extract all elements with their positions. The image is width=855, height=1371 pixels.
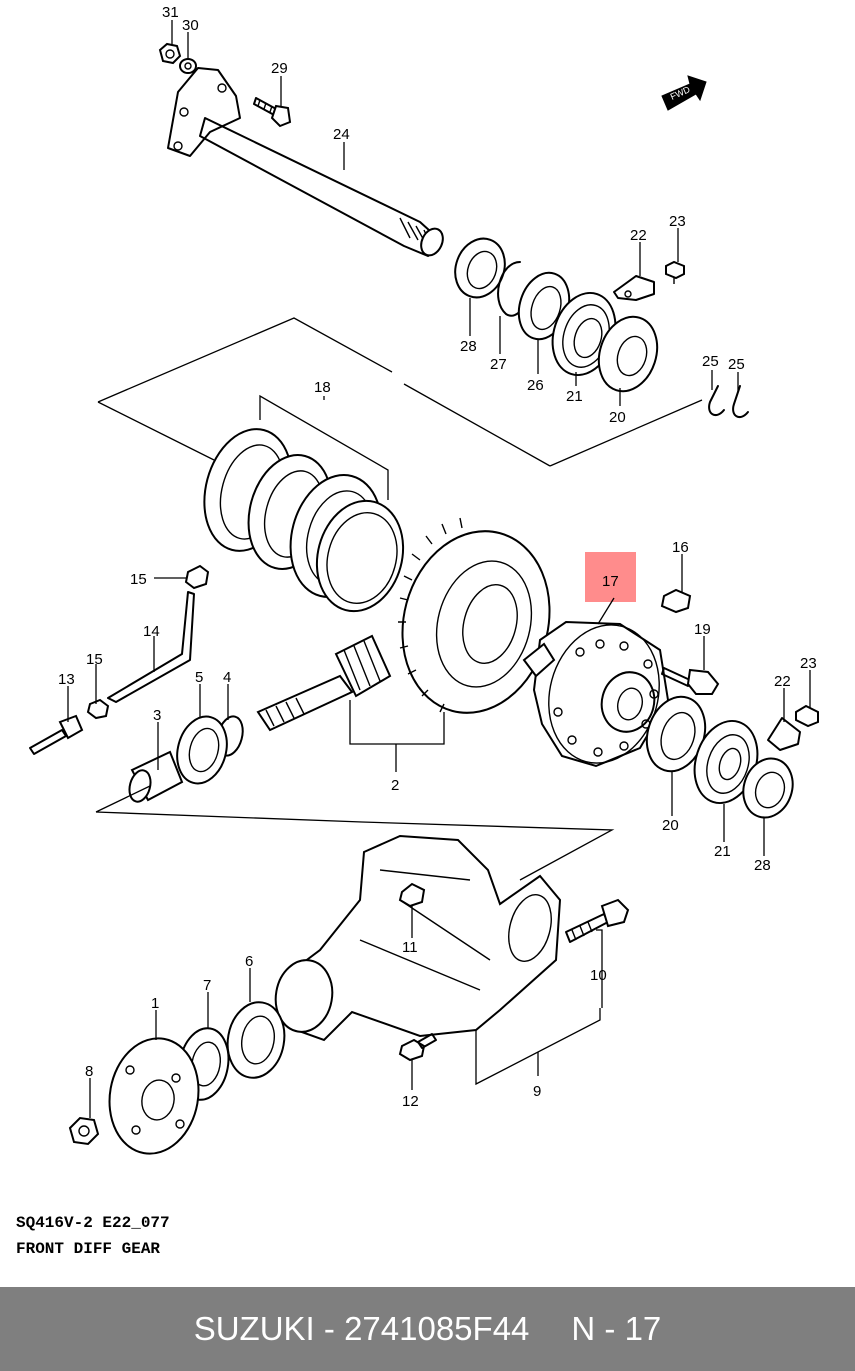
callout-23-lower: 23	[800, 655, 817, 672]
callout-14: 14	[143, 623, 160, 640]
callout-21-lower: 21	[714, 843, 731, 860]
part-bolt-12	[398, 1033, 437, 1062]
footer-part-number: 2741085F44	[344, 1310, 530, 1347]
callout-25-a: 25	[702, 353, 719, 370]
diagram-title: FRONT DIFF GEAR	[16, 1240, 161, 1258]
callout-26: 26	[527, 377, 544, 394]
forward-arrow-icon: FWD	[661, 75, 707, 111]
callout-8: 8	[85, 1063, 93, 1080]
callout-18: 18	[314, 379, 331, 396]
part-oil-seal-28-lower	[742, 757, 794, 819]
group-outline-upper-4	[403, 383, 551, 467]
callout-28-lower: 28	[754, 857, 771, 874]
callout-leaders	[67, 20, 811, 1118]
leader-18	[259, 394, 389, 500]
part-race-20-upper	[597, 315, 659, 393]
callout-5: 5	[195, 669, 203, 686]
part-washer-30	[179, 58, 197, 74]
group-outline-upper	[97, 317, 393, 403]
part-bolt-23-lower	[795, 704, 819, 728]
leader-17	[597, 597, 615, 625]
callout-21-upper: 21	[566, 388, 583, 405]
part-bearing-3	[128, 750, 184, 803]
callout-3: 3	[153, 707, 161, 724]
part-bolt-29	[253, 97, 292, 128]
group-outline-upper-2	[97, 401, 215, 461]
group-outline-lower	[95, 785, 151, 813]
leader-10	[596, 929, 603, 1008]
part-vent-13	[29, 714, 84, 755]
callout-20-lower: 20	[662, 817, 679, 834]
callout-24: 24	[333, 126, 350, 143]
callout-7: 7	[203, 977, 211, 994]
callout-12: 12	[402, 1093, 419, 1110]
part-bearing-6	[226, 1001, 286, 1079]
footer-separator: -	[314, 1310, 345, 1347]
callout-9: 9	[533, 1083, 541, 1100]
part-ring-gear-2	[398, 517, 551, 714]
callout-25-b: 25	[728, 356, 745, 373]
footer-bar: SUZUKI - 2741085F44 N - 17	[0, 1287, 855, 1371]
part-bracket-22-lower	[767, 717, 801, 751]
part-nut-31	[158, 42, 182, 65]
diagram-code: SQ416V-2 E22_077	[16, 1214, 170, 1232]
part-clip-25	[708, 385, 749, 419]
group-outline-lower-2	[95, 811, 615, 881]
part-bolt-23-upper	[665, 260, 685, 284]
exploded-parts-diagram: FWD	[29, 4, 819, 1155]
callout-11: 11	[402, 939, 418, 956]
part-bolt-10	[565, 898, 630, 943]
callout-28-upper: 28	[460, 338, 477, 355]
callout-13: 13	[58, 671, 75, 688]
callout-22-lower: 22	[774, 673, 791, 690]
part-bracket-22-upper	[613, 275, 655, 301]
callout-15-lower: 15	[86, 651, 103, 668]
part-bolt-11	[398, 882, 426, 938]
part-bearing-5	[176, 715, 228, 785]
leader-2	[349, 700, 445, 745]
footer-brand: SUZUKI	[193, 1310, 315, 1347]
callout-labels: 31 30 29 24 22 23 28 27 26 21 20 25 25 1…	[58, 4, 817, 1110]
callout-16: 16	[672, 539, 689, 556]
group-outline-upper-3	[549, 399, 703, 467]
callout-15-upper: 15	[130, 571, 147, 588]
callout-2: 2	[391, 777, 399, 794]
callout-31: 31	[162, 4, 179, 21]
callout-30: 30	[182, 17, 199, 34]
part-breather-hose-14	[107, 591, 195, 703]
part-drive-pinion	[256, 634, 392, 732]
part-companion-flange-1	[108, 1037, 200, 1155]
highlight-part-17	[585, 552, 636, 602]
part-adjuster-set-18	[203, 428, 405, 613]
part-bolt-19	[661, 667, 720, 695]
callout-1: 1	[151, 995, 159, 1012]
part-axle-shaft	[167, 67, 444, 257]
footer-position: N - 17	[571, 1310, 662, 1347]
callout-20-upper: 20	[609, 409, 626, 426]
part-differential-case-17	[522, 620, 670, 768]
callout-10: 10	[590, 967, 607, 984]
part-bolt-16	[660, 588, 692, 614]
callout-27: 27	[490, 356, 507, 373]
part-oil-seal-28-upper	[454, 237, 506, 299]
callout-29: 29	[271, 60, 288, 77]
callout-6: 6	[245, 953, 253, 970]
part-bearing-21-lower	[693, 719, 759, 805]
part-nut-8	[68, 1116, 100, 1146]
callout-23-upper: 23	[669, 213, 686, 230]
part-carrier-housing	[274, 834, 562, 1042]
part-breather-connector-15-lower	[86, 698, 110, 720]
callout-17: 17	[602, 573, 619, 590]
callout-4: 4	[223, 669, 231, 686]
part-breather-connector-15-upper	[184, 564, 210, 590]
callout-19: 19	[694, 621, 711, 638]
callout-22-upper: 22	[630, 227, 647, 244]
